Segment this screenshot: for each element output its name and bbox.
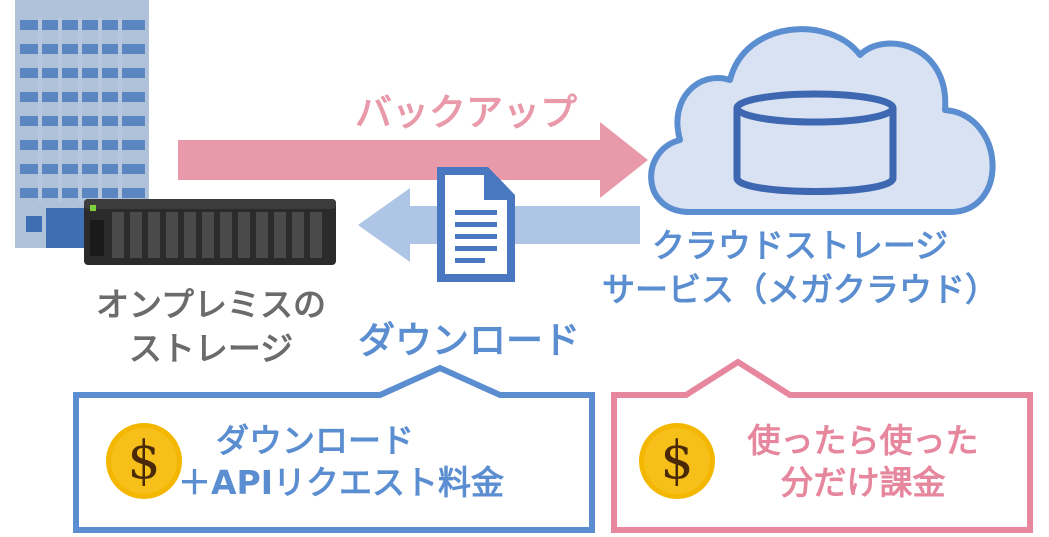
onprem-storage-label: オンプレミスの ストレージ [86, 283, 336, 371]
nas-storage-icon [84, 199, 336, 265]
right-cost-callout [611, 358, 1033, 533]
onprem-label-line2: ストレージ [128, 329, 294, 368]
cloud-label-line1: クラウドストレージ [651, 226, 949, 265]
download-cost-text: ダウンロード ＋APIリクエスト料金 [178, 420, 504, 504]
download-cost-line1: ダウンロード [216, 421, 414, 460]
coin-icon [639, 423, 715, 499]
coin-icon [106, 423, 182, 499]
onprem-label-line1: オンプレミスの [95, 285, 326, 324]
database-icon [733, 90, 897, 195]
pay-as-you-go-line1: 使ったら使った [747, 421, 979, 460]
pay-as-you-go-text: 使ったら使った 分だけ課金 [728, 420, 998, 504]
download-label: ダウンロード [358, 319, 580, 362]
backup-label: バックアップ [355, 91, 577, 134]
cloud-label-line2: サービス（メガクラウド） [602, 270, 998, 309]
office-building-icon [15, 0, 149, 248]
pay-as-you-go-line2: 分だけ課金 [780, 463, 946, 502]
cloud-storage-label: クラウドストレージ サービス（メガクラウド） [560, 224, 1040, 312]
coin-dollar-sign: $ [660, 431, 694, 491]
coin-dollar-sign: $ [127, 431, 161, 491]
document-icon [437, 167, 515, 282]
left-cost-callout [73, 364, 595, 533]
download-cost-line2: ＋APIリクエスト料金 [178, 463, 505, 502]
backup-arrow [178, 122, 648, 198]
